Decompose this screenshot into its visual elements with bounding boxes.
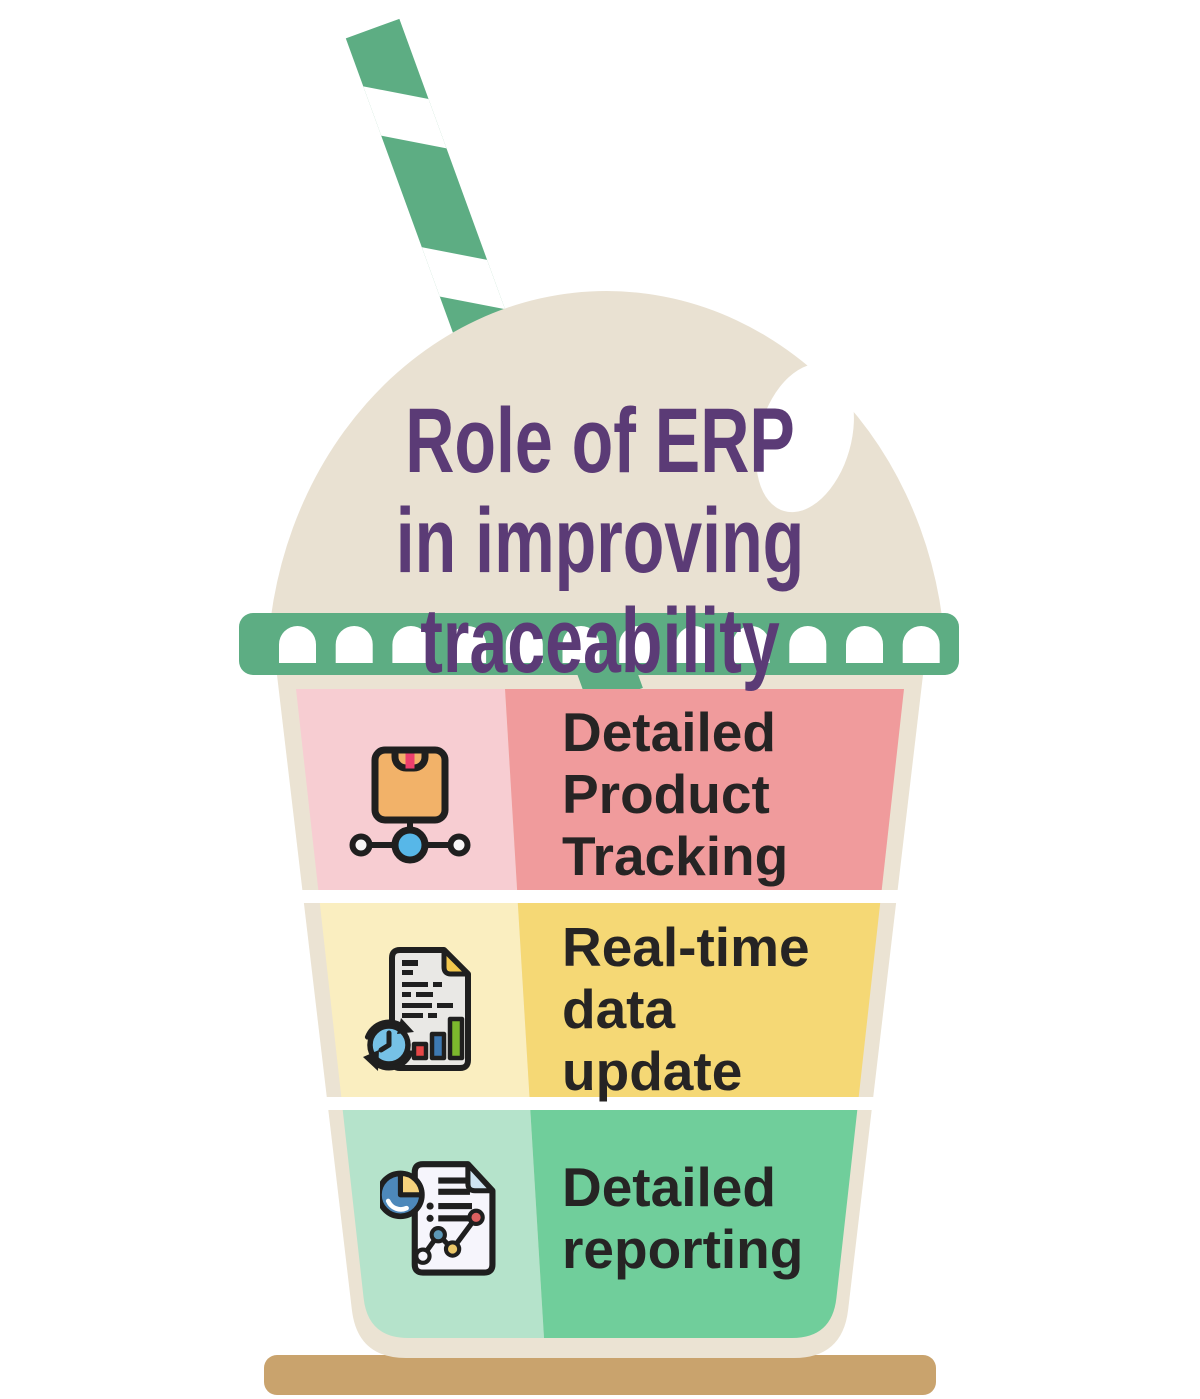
report-chart-icon [380, 1156, 518, 1294]
timeline-node-left [349, 833, 373, 857]
report-fold-corner [465, 1161, 495, 1194]
dome-highlight [756, 363, 854, 513]
label-real-time-data-update: Real-time data update [562, 916, 810, 1102]
bar-green [447, 1016, 465, 1061]
title-line: in improving [395, 490, 805, 592]
trend-point [429, 1226, 447, 1244]
pie-slice [397, 1170, 425, 1198]
title-line: Role of ERP [405, 390, 795, 492]
scallop [279, 626, 316, 663]
clock-hands [378, 1030, 392, 1053]
document-fold-corner [441, 947, 471, 977]
label-line: Detailed [562, 701, 776, 763]
timeline-node-right [447, 833, 471, 857]
refresh-arrowhead-bottom [363, 1050, 379, 1071]
infographic-title: Role of ERP in improving traceability [341, 391, 859, 691]
report-text-lines [426, 1177, 472, 1222]
timeline-node-center [391, 826, 429, 864]
pie-highlight [385, 1198, 409, 1212]
bar-red [411, 1041, 429, 1061]
box-tape-tag [405, 753, 415, 769]
panel-detailed-reporting-dark [530, 1110, 858, 1338]
label-line: update [562, 1040, 743, 1102]
refresh-arrowhead-top [397, 1018, 414, 1034]
scallop [902, 626, 940, 663]
label-detailed-product-tracking: Detailed Product Tracking [562, 701, 788, 887]
dome-lid [267, 291, 946, 675]
panel-gap [270, 1097, 930, 1110]
label-line: Real-time [562, 916, 810, 978]
refresh-arrow-bottom [371, 1050, 414, 1071]
trend-line [420, 1214, 479, 1259]
realtime-data-document-icon [356, 940, 486, 1080]
panel-product-tracking-dark [505, 689, 904, 890]
title-line: traceability [420, 590, 780, 692]
label-line: Tracking [562, 825, 789, 887]
label-line: Detailed [562, 1156, 776, 1218]
label-line: reporting [562, 1218, 804, 1280]
trend-point [414, 1247, 432, 1265]
table-base-bar [264, 1355, 936, 1395]
label-line: Product [562, 763, 770, 825]
trend-point [467, 1208, 485, 1227]
panel-gap [270, 890, 930, 903]
label-detailed-reporting: Detailed reporting [562, 1156, 803, 1280]
trend-point [443, 1240, 462, 1258]
label-line: data [562, 978, 676, 1040]
bar-blue [429, 1031, 447, 1061]
panel-realtime-data-dark [517, 903, 881, 1097]
document-text-lines [402, 960, 453, 1018]
package-tracking-icon [345, 737, 475, 867]
